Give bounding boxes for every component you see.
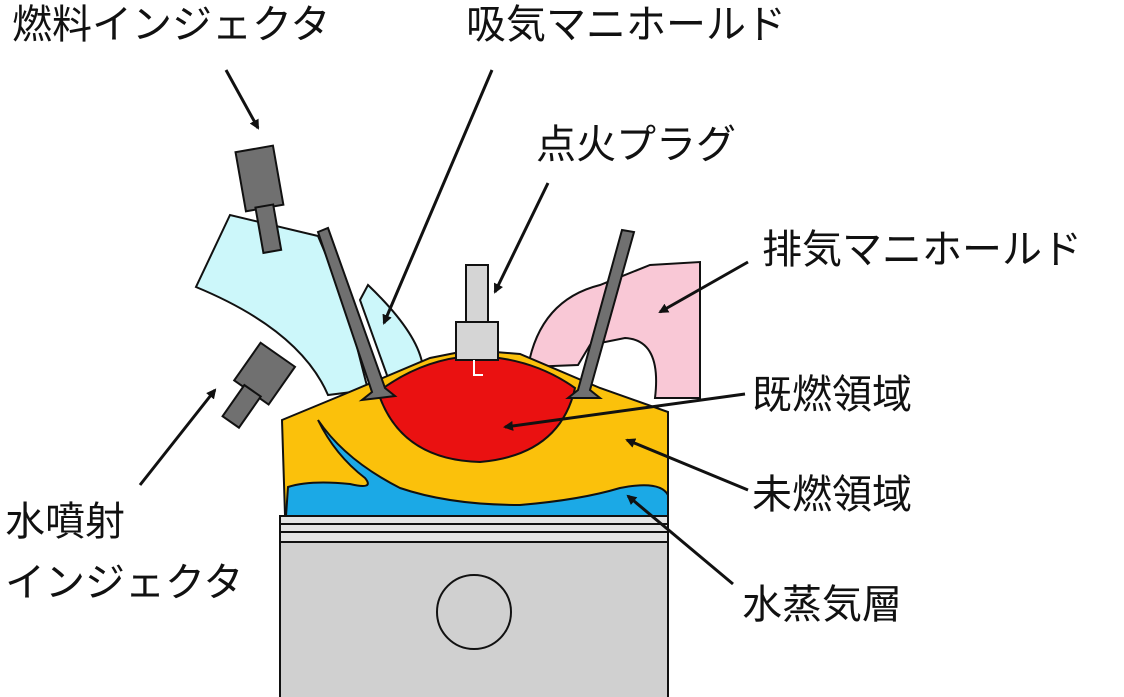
unburned-region-label: 未燃領域 [752,472,912,518]
exhaust-valve [565,228,636,399]
steam-layer [284,419,669,517]
spark-plug-electrode [473,360,483,376]
spark-plug-body [455,321,499,361]
spark-plug-tip [465,264,489,326]
unburned-region-arrow [625,438,749,492]
piston-pin [436,574,512,650]
exhaust-manifold-label: 排気マニホールド [762,227,1082,273]
fuel-injector-label: 燃料インジェクタ [12,2,330,48]
intake-valve [316,226,398,402]
fuel-injector [234,144,285,255]
intake-manifold-arrow [382,69,494,325]
exhaust-manifold-arrow [658,260,749,314]
spark-plug-label: 点火プラグ [536,122,736,168]
spark-plug-arrow [493,182,550,294]
steam-layer-arrow [626,494,734,586]
intake-manifold-label: 吸気マニホールド [466,2,786,48]
water-injector-arrow [138,388,217,486]
piston [279,541,669,697]
exhaust-manifold-duct [526,260,701,399]
steam-layer-label: 水蒸気層 [742,582,902,628]
piston-ring-band [279,515,669,543]
burned-region-label: 既燃領域 [752,372,912,418]
water-injector-label-line1: 水噴射 [5,499,125,545]
fuel-injector-arrow [224,69,260,130]
burned-region [376,354,577,464]
water-injector [221,341,297,430]
water-injector-label-line2: インジェクタ [5,560,243,606]
burned-region-arrow [503,392,746,431]
